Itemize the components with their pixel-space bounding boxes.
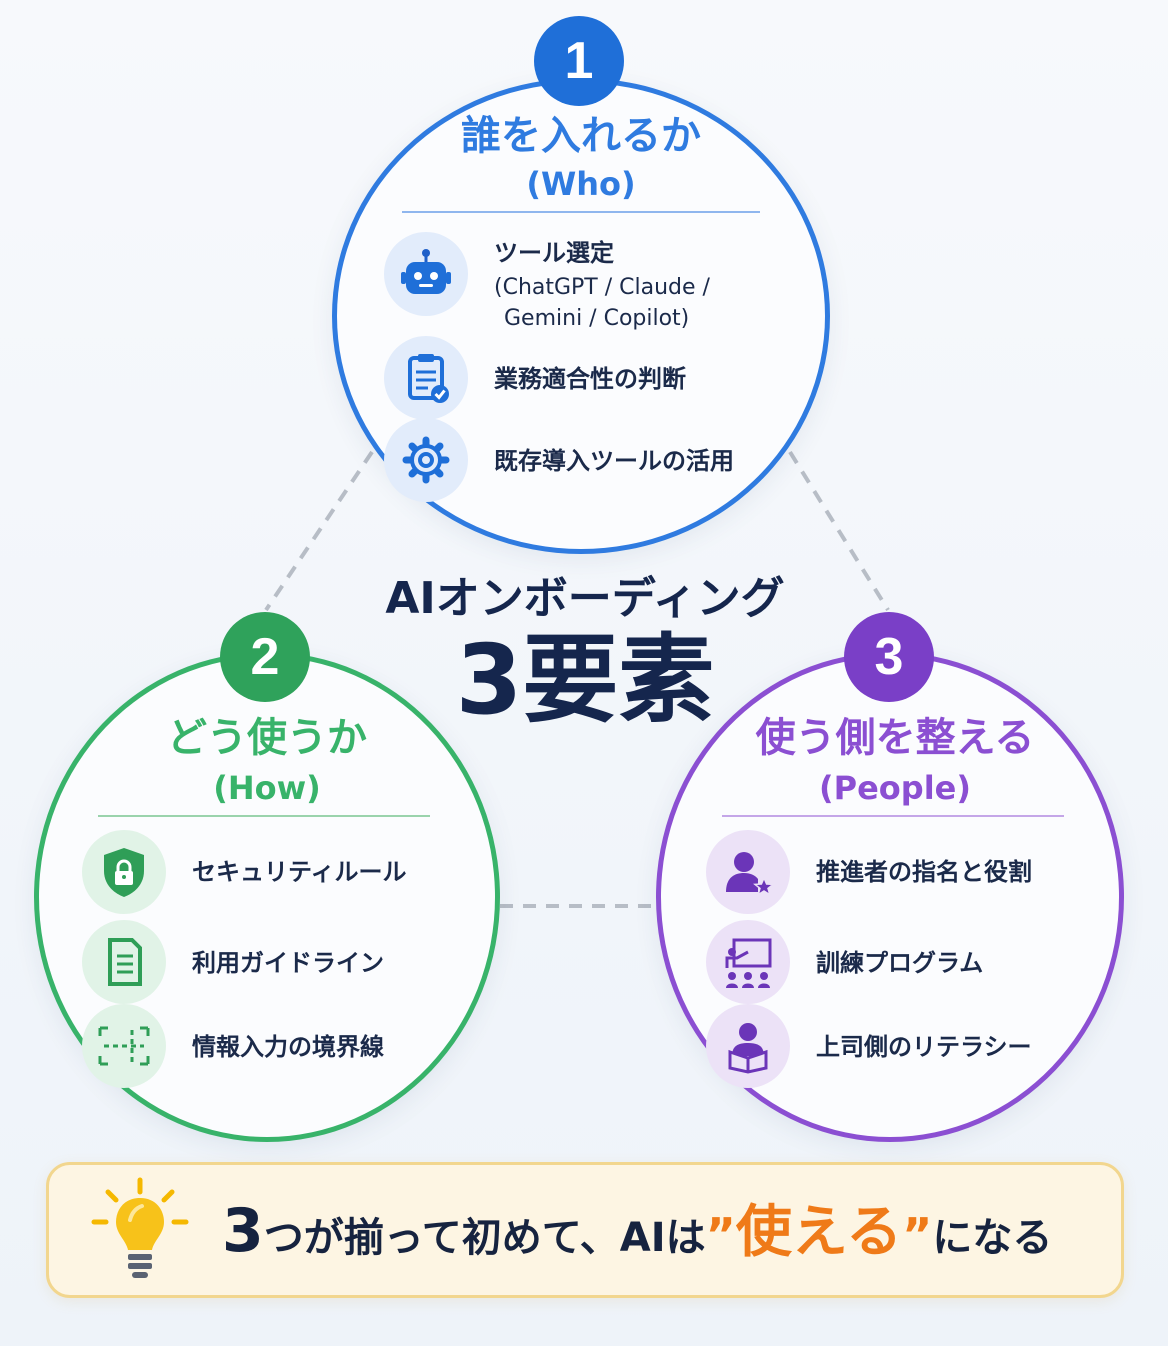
clipboard-check-icon [384,336,468,420]
how-item-1-label: セキュリティルール [192,858,407,886]
how-item-3-label: 情報入力の境界線 [192,1033,384,1061]
banner-highlight: 使える [735,1200,903,1265]
who-item-1-label: ツール選定 [494,239,614,267]
people-subtitle: (People) [819,769,971,807]
how-subtitle: (How) [213,769,321,807]
how-number-badge: 2 [220,612,310,702]
people-item-2-label: 訓練プログラム [816,949,984,977]
conclusion-banner [46,1162,1124,1298]
how-title: どう使うか [167,715,367,761]
boundary-icon [82,1004,166,1088]
who-divider [402,211,760,213]
person-star-icon [706,830,790,914]
who-subtitle: (Who) [526,165,636,203]
who-item-1-detail-line1: (ChatGPT / Claude / [494,275,710,300]
banner-number: 3 [222,1196,264,1266]
document-icon [82,920,166,1004]
reader-icon [706,1004,790,1088]
gear-icon [384,418,468,502]
banner-close-quote: ” [902,1208,933,1262]
banner-text-part1: つが揃って初めて、AIは [263,1215,706,1261]
how-divider [98,815,430,817]
robot-icon [384,232,468,316]
shield-lock-icon [82,830,166,914]
people-divider [722,815,1064,817]
center-title: AIオンボーディング [385,573,785,624]
who-title: 誰を入れるか [461,113,701,159]
who-number-badge: 1 [534,16,624,106]
people-number-badge: 3 [844,612,934,702]
banner-open-quote: ” [705,1208,736,1262]
people-item-1-label: 推進者の指名と役割 [816,858,1032,886]
who-item-1-detail-line2: Gemini / Copilot) [504,306,690,331]
center-subtitle: 3要素 [455,624,715,736]
who-item-3-label: 既存導入ツールの活用 [494,447,734,475]
people-item-3-label: 上司側のリテラシー [816,1033,1032,1061]
training-icon [706,920,790,1004]
lightbulb-icon [90,1176,190,1284]
conclusion-text: 3つが揃って初めて、AIは”使える”になる [222,1196,1052,1273]
banner-text-part2: になる [932,1215,1053,1261]
people-title: 使う側を整える [755,715,1035,761]
how-item-2-label: 利用ガイドライン [192,949,384,977]
who-item-2-label: 業務適合性の判断 [494,365,686,393]
